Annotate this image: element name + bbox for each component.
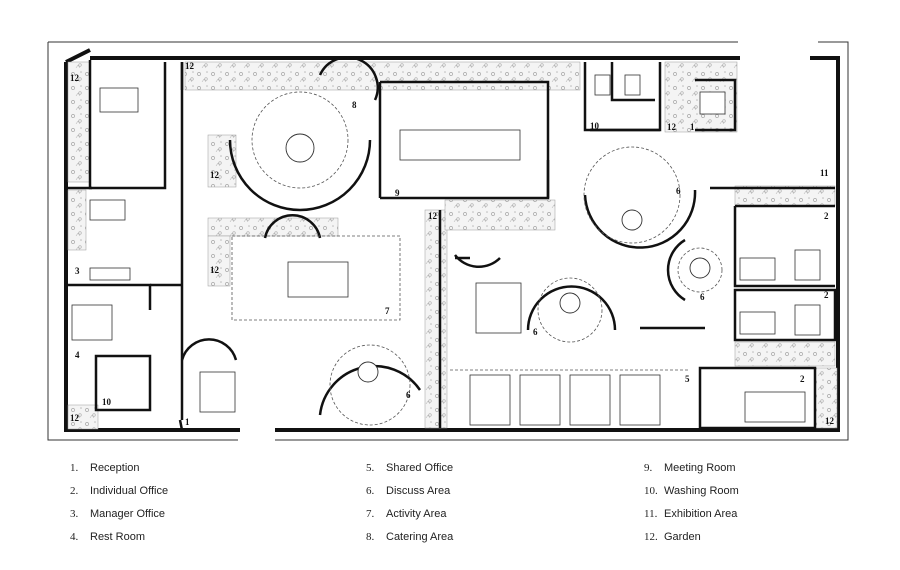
garden-center-strip: [444, 199, 556, 231]
floor-plan: 1 1 2 2 2 3 4 5 6 6 6 6 7 8 9 10 10 11 1…: [47, 41, 849, 441]
garden-areas: [67, 61, 838, 430]
legend-item-10: 10. Washing Room: [644, 485, 739, 497]
room-label: 12: [428, 211, 438, 221]
legend-item-12: 12. Garden: [644, 531, 701, 543]
room-label: 1: [690, 122, 695, 132]
round-tables: [285, 133, 711, 383]
legend-item-4: 4. Rest Room: [70, 531, 145, 543]
legend-number: 6.: [366, 485, 375, 497]
legend-number: 4.: [70, 531, 79, 543]
legend-label: Rest Room: [90, 531, 146, 543]
room-label: 12: [70, 73, 80, 83]
furniture: [71, 74, 821, 426]
legend-number: 2.: [70, 485, 79, 497]
room-label: 2: [800, 374, 805, 384]
legend-label: Activity Area: [386, 508, 447, 520]
garden-corridor: [424, 209, 448, 429]
legend-number: 5.: [366, 462, 375, 474]
room-label: 2: [824, 290, 829, 300]
room-label: 10: [590, 121, 600, 131]
interior-walls: [68, 60, 837, 431]
legend-label: Manager Office: [90, 508, 166, 520]
room-label: 9: [395, 188, 400, 198]
meeting-table: [399, 129, 521, 161]
legend-label: Exhibition Area: [664, 508, 738, 520]
legend-item-1: 1. Reception: [70, 462, 140, 474]
room-labels: 1 1 2 2 2 3 4 5 6 6 6 6 7 8 9 10 10 11 1…: [70, 61, 835, 427]
building-outline: [47, 41, 849, 441]
garden-bottom-left: [67, 404, 99, 430]
legend-number: 3.: [70, 508, 79, 520]
room-label: 6: [700, 292, 705, 302]
room-label: 2: [824, 211, 829, 221]
legend-number: 1.: [70, 462, 79, 474]
legend-label: Garden: [664, 531, 701, 543]
room-label: 12: [210, 265, 220, 275]
legend-item-2: 2. Individual Office: [70, 485, 168, 497]
room-label: 6: [406, 390, 411, 400]
legend-label: Shared Office: [386, 462, 454, 474]
room-label: 7: [385, 306, 390, 316]
garden-left-strip: [67, 189, 87, 251]
legend-label: Reception: [90, 462, 140, 474]
dashed-areas: [231, 91, 723, 426]
legend-item-7: 7. Activity Area: [366, 508, 447, 520]
legend-label: Individual Office: [90, 485, 169, 497]
legend-label: Washing Room: [664, 485, 739, 497]
room-label: 6: [676, 186, 681, 196]
garden-mid-side: [207, 235, 231, 287]
room-label: 5: [685, 374, 690, 384]
room-label: 11: [820, 168, 829, 178]
room-label: 1: [185, 417, 190, 427]
room-label: 8: [352, 100, 357, 110]
room-label: 3: [75, 266, 80, 276]
legend-number: 7.: [366, 508, 375, 520]
legend-item-5: 5. Shared Office: [366, 462, 453, 474]
room-label: 6: [533, 327, 538, 337]
legend-number: 9.: [644, 462, 653, 474]
garden-right-lower: [734, 341, 836, 367]
legend-item-8: 8. Catering Area: [366, 531, 453, 543]
legend-number: 10.: [644, 485, 658, 497]
room-label: 10: [102, 397, 112, 407]
room-label: 12: [70, 413, 80, 423]
room-label: 12: [210, 170, 220, 180]
legend-number: 11.: [644, 508, 658, 520]
legend-item-3: 3. Manager Office: [70, 508, 165, 520]
room-label: 12: [185, 61, 195, 71]
legend-item-11: 11. Exhibition Area: [644, 508, 737, 520]
room-label: 12: [667, 122, 677, 132]
legend-item-9: 9. Meeting Room: [644, 462, 736, 474]
legend-label: Catering Area: [386, 531, 454, 543]
legend-label: Meeting Room: [664, 462, 736, 474]
room-label: 4: [75, 350, 80, 360]
legend-item-6: 6. Discuss Area: [366, 485, 450, 497]
room-label: 12: [825, 416, 835, 426]
legend-label: Discuss Area: [386, 485, 451, 497]
legend-number: 8.: [366, 531, 375, 543]
legend-number: 12.: [644, 531, 658, 543]
garden-top-strip: [184, 61, 581, 91]
